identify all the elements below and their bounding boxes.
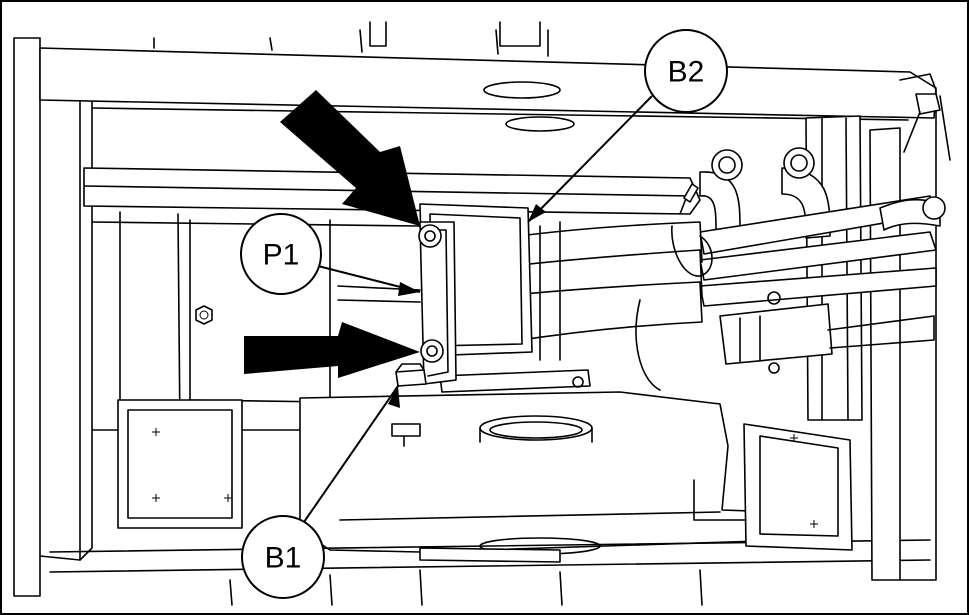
callout-b1: B1	[241, 515, 325, 599]
lower-indicator-arrow	[244, 322, 420, 378]
leader-arrowhead-b1	[388, 386, 400, 408]
upper-indicator-arrow	[280, 90, 420, 226]
leader-arrowhead-b2	[528, 204, 546, 222]
leader-line-b1	[303, 385, 399, 523]
leader-arrowhead-p1	[398, 282, 420, 296]
callout-b2-label: B2	[668, 56, 705, 89]
callout-p1: P1	[240, 213, 322, 295]
leader-line-b2	[527, 95, 653, 223]
callout-b2: B2	[644, 29, 728, 113]
callout-p1-label: P1	[263, 239, 300, 272]
callout-b1-label: B1	[265, 542, 302, 575]
